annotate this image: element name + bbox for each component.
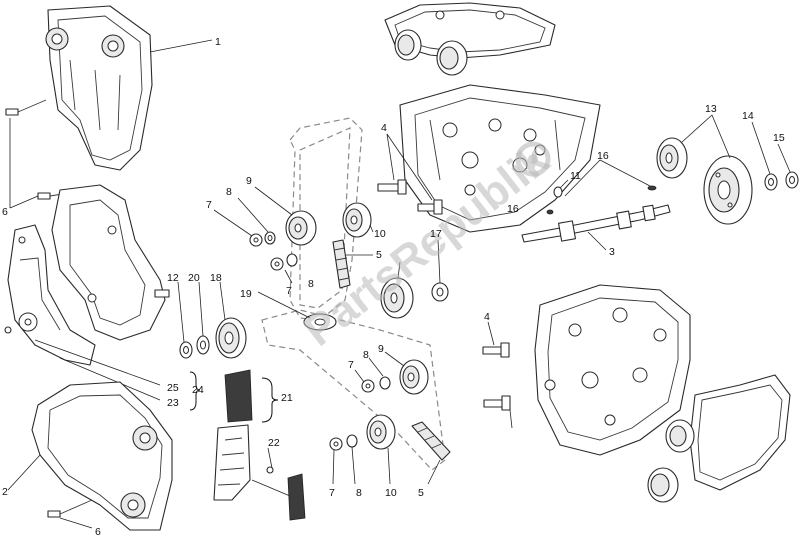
callout-label: 12 bbox=[167, 272, 179, 284]
cylinder-head-lower bbox=[534, 284, 691, 456]
callout-labels: 1 2 3 4 4 5 5 6 6 7 7 7 7 8 8 8 8 9 9 10… bbox=[2, 36, 785, 538]
camshaft-gear-top-left bbox=[394, 29, 422, 61]
callout-label: 5 bbox=[418, 487, 424, 499]
camshaft-cover-lower bbox=[689, 374, 791, 491]
callout-label: 16 bbox=[597, 150, 609, 162]
camshaft-gear-top-right bbox=[436, 40, 468, 76]
callout-label: 17 bbox=[430, 228, 442, 240]
washer-8b bbox=[286, 253, 298, 267]
washer-8-lower-b bbox=[346, 434, 358, 448]
callout-label: 4 bbox=[484, 311, 490, 323]
callout-label: 7 bbox=[329, 487, 335, 499]
callout-label: 10 bbox=[385, 487, 397, 499]
callout-label: 18 bbox=[210, 272, 222, 284]
nut-15 bbox=[785, 171, 799, 189]
washer-8-lower bbox=[379, 376, 391, 390]
callout-label: 25 bbox=[167, 382, 179, 394]
callout-label: 8 bbox=[308, 278, 314, 290]
callout-label: 4 bbox=[381, 122, 387, 134]
middle-cover-bracket bbox=[51, 184, 170, 341]
lower-cover-screw bbox=[47, 499, 93, 518]
callout-label: 7 bbox=[206, 199, 212, 211]
callout-label: 15 bbox=[773, 132, 785, 144]
nut-7b bbox=[270, 257, 284, 271]
belt-guide bbox=[213, 369, 253, 501]
lower-timing-cover bbox=[31, 381, 173, 531]
washer-8 bbox=[264, 231, 276, 245]
key-11 bbox=[553, 186, 563, 198]
idler-roller-upper bbox=[342, 202, 372, 238]
upper-timing-belt bbox=[289, 117, 363, 321]
callout-label: 9 bbox=[246, 175, 252, 187]
callout-label: 8 bbox=[356, 487, 362, 499]
camshaft bbox=[521, 204, 671, 243]
callout-label: 5 bbox=[376, 249, 382, 261]
callout-label: 24 bbox=[192, 384, 204, 396]
timing-gear-large bbox=[703, 155, 753, 225]
callout-label: 22 bbox=[268, 437, 280, 449]
pin-16 bbox=[546, 185, 657, 215]
nut-7-lower bbox=[361, 379, 375, 393]
callout-label: 13 bbox=[705, 103, 717, 115]
callout-label: 6 bbox=[2, 206, 8, 218]
camshaft-gear-lower-a bbox=[665, 419, 695, 453]
callout-label: 6 bbox=[95, 526, 101, 538]
callout-label: 8 bbox=[226, 186, 232, 198]
belt-segment bbox=[332, 239, 351, 289]
callout-label: 10 bbox=[374, 228, 386, 240]
stud-lower-b bbox=[483, 395, 511, 411]
washer-14 bbox=[764, 173, 778, 191]
callout-label: 7 bbox=[348, 359, 354, 371]
spacer-washer bbox=[303, 313, 337, 331]
callout-label: 1 bbox=[215, 36, 221, 48]
nut bbox=[179, 341, 193, 359]
callout-label: 21 bbox=[281, 392, 293, 404]
stud-lower-a bbox=[482, 342, 510, 358]
crankshaft-pulley bbox=[215, 317, 247, 359]
camshaft-pulley bbox=[380, 277, 414, 319]
idler-roller-lower bbox=[366, 414, 396, 450]
callout-label: 7 bbox=[286, 285, 292, 297]
callout-label: 9 bbox=[378, 343, 384, 355]
callout-label: 23 bbox=[167, 397, 179, 409]
callout-label: 3 bbox=[609, 246, 615, 258]
washer-17 bbox=[431, 282, 449, 302]
timing-gear-small bbox=[656, 137, 688, 179]
callout-label: 2 bbox=[2, 486, 8, 498]
stud-upper bbox=[377, 179, 407, 195]
belt-segment-lower bbox=[411, 421, 451, 461]
callout-label: 16 bbox=[507, 203, 519, 215]
callout-label: 8 bbox=[363, 349, 369, 361]
camshaft-gear-lower-b bbox=[647, 467, 679, 503]
left-bracket bbox=[4, 224, 96, 366]
nut-7 bbox=[249, 233, 263, 247]
nut-7-lower-b bbox=[329, 437, 343, 451]
gear-icon bbox=[515, 141, 551, 177]
callout-label: 14 bbox=[742, 110, 754, 122]
callout-label: 20 bbox=[188, 272, 200, 284]
callout-label: 11 bbox=[570, 170, 581, 182]
upper-timing-cover bbox=[45, 5, 153, 171]
tensioner-roller-lower bbox=[399, 359, 429, 395]
belt-guide-plate bbox=[266, 466, 306, 521]
callout-label: 19 bbox=[240, 288, 252, 300]
washer bbox=[196, 335, 210, 355]
stud-upper-b bbox=[417, 199, 443, 215]
lower-timing-belt bbox=[261, 309, 446, 471]
tensioner-roller-upper bbox=[285, 210, 317, 246]
